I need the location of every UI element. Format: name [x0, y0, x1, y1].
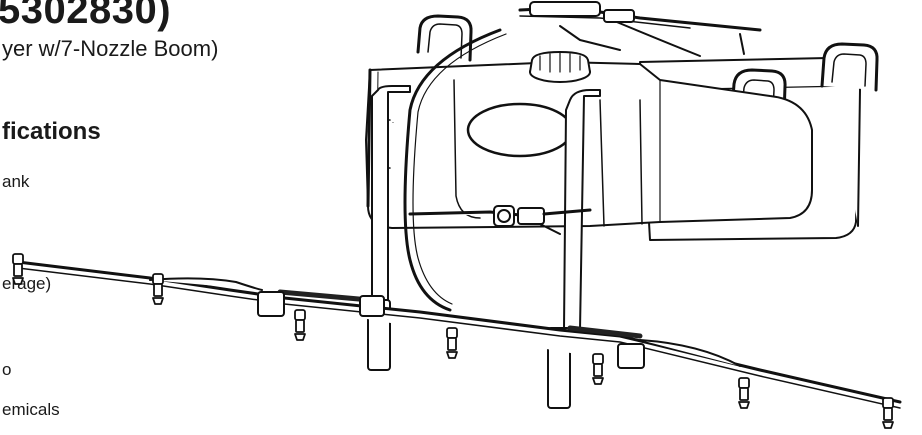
nozzle-icons	[12, 253, 894, 429]
hose-lines	[403, 1, 762, 312]
spec-line-chemicals: emicals	[2, 400, 60, 419]
tank-lid	[529, 51, 591, 83]
spray-boom	[16, 260, 902, 409]
valve-assembly	[408, 205, 592, 235]
product-subheading: yer w/7-Nozzle Boom)	[2, 36, 219, 61]
svg-text:-: -	[392, 120, 394, 126]
part-number-heading: 5302830)	[0, 0, 172, 32]
specifications-title: fications	[2, 118, 101, 145]
spec-line-tank: ank	[2, 172, 30, 191]
spec-line-o: o	[2, 360, 12, 379]
